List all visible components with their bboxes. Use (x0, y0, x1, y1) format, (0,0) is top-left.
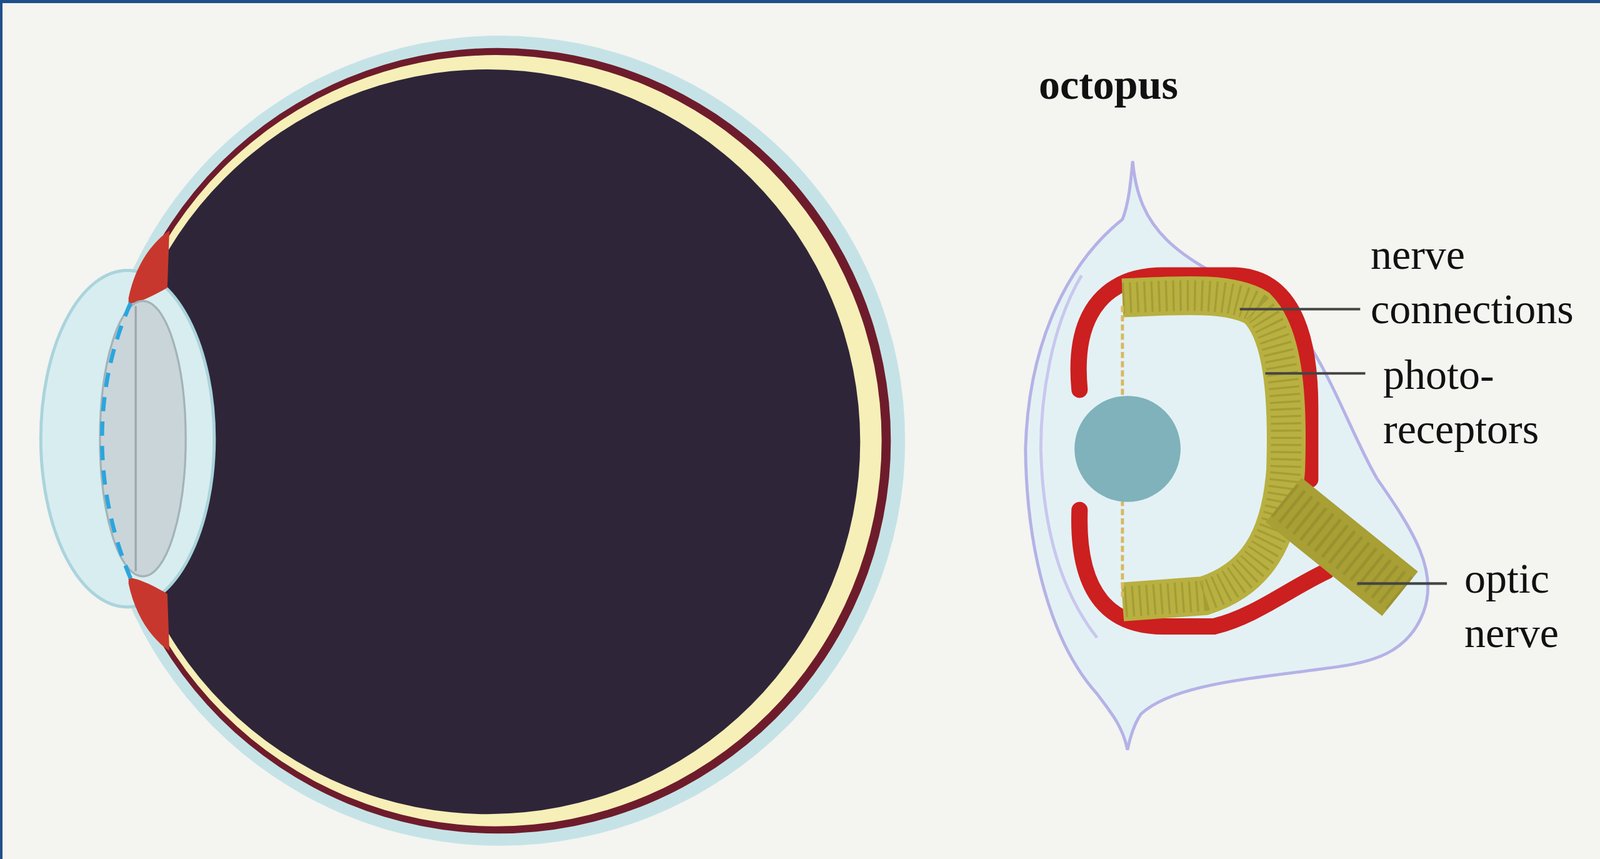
vitreous-body (115, 69, 860, 814)
iris (128, 230, 170, 304)
nerve-fibre (1120, 500, 1124, 597)
optic-nerve-fibres (1283, 500, 1400, 594)
cornea (40, 270, 215, 607)
frame-bar (0, 0, 3, 859)
choroid (105, 48, 891, 834)
lens (100, 300, 186, 577)
part-label: optic nerve (1464, 551, 1593, 660)
retina (110, 55, 882, 827)
figure-heading: octopus (1038, 57, 1302, 112)
octopus-eye (1025, 161, 1429, 750)
part-label: nerve connections (1370, 227, 1596, 337)
frame-bar (0, 0, 1600, 4)
part-label: photo- receptors (1383, 347, 1596, 457)
iris-edge (101, 303, 131, 579)
eye-outline (1025, 161, 1429, 750)
nerve-fibre (1120, 306, 1124, 399)
lens-line (135, 306, 137, 572)
leader-line (1240, 307, 1361, 310)
leader-line (1356, 581, 1447, 585)
octopus-lens (1074, 395, 1181, 502)
optic-nerve-bundle (1283, 500, 1400, 594)
sclera (95, 35, 905, 846)
leader-line (1265, 371, 1365, 375)
iris (128, 577, 170, 651)
human-eye (40, 35, 905, 846)
